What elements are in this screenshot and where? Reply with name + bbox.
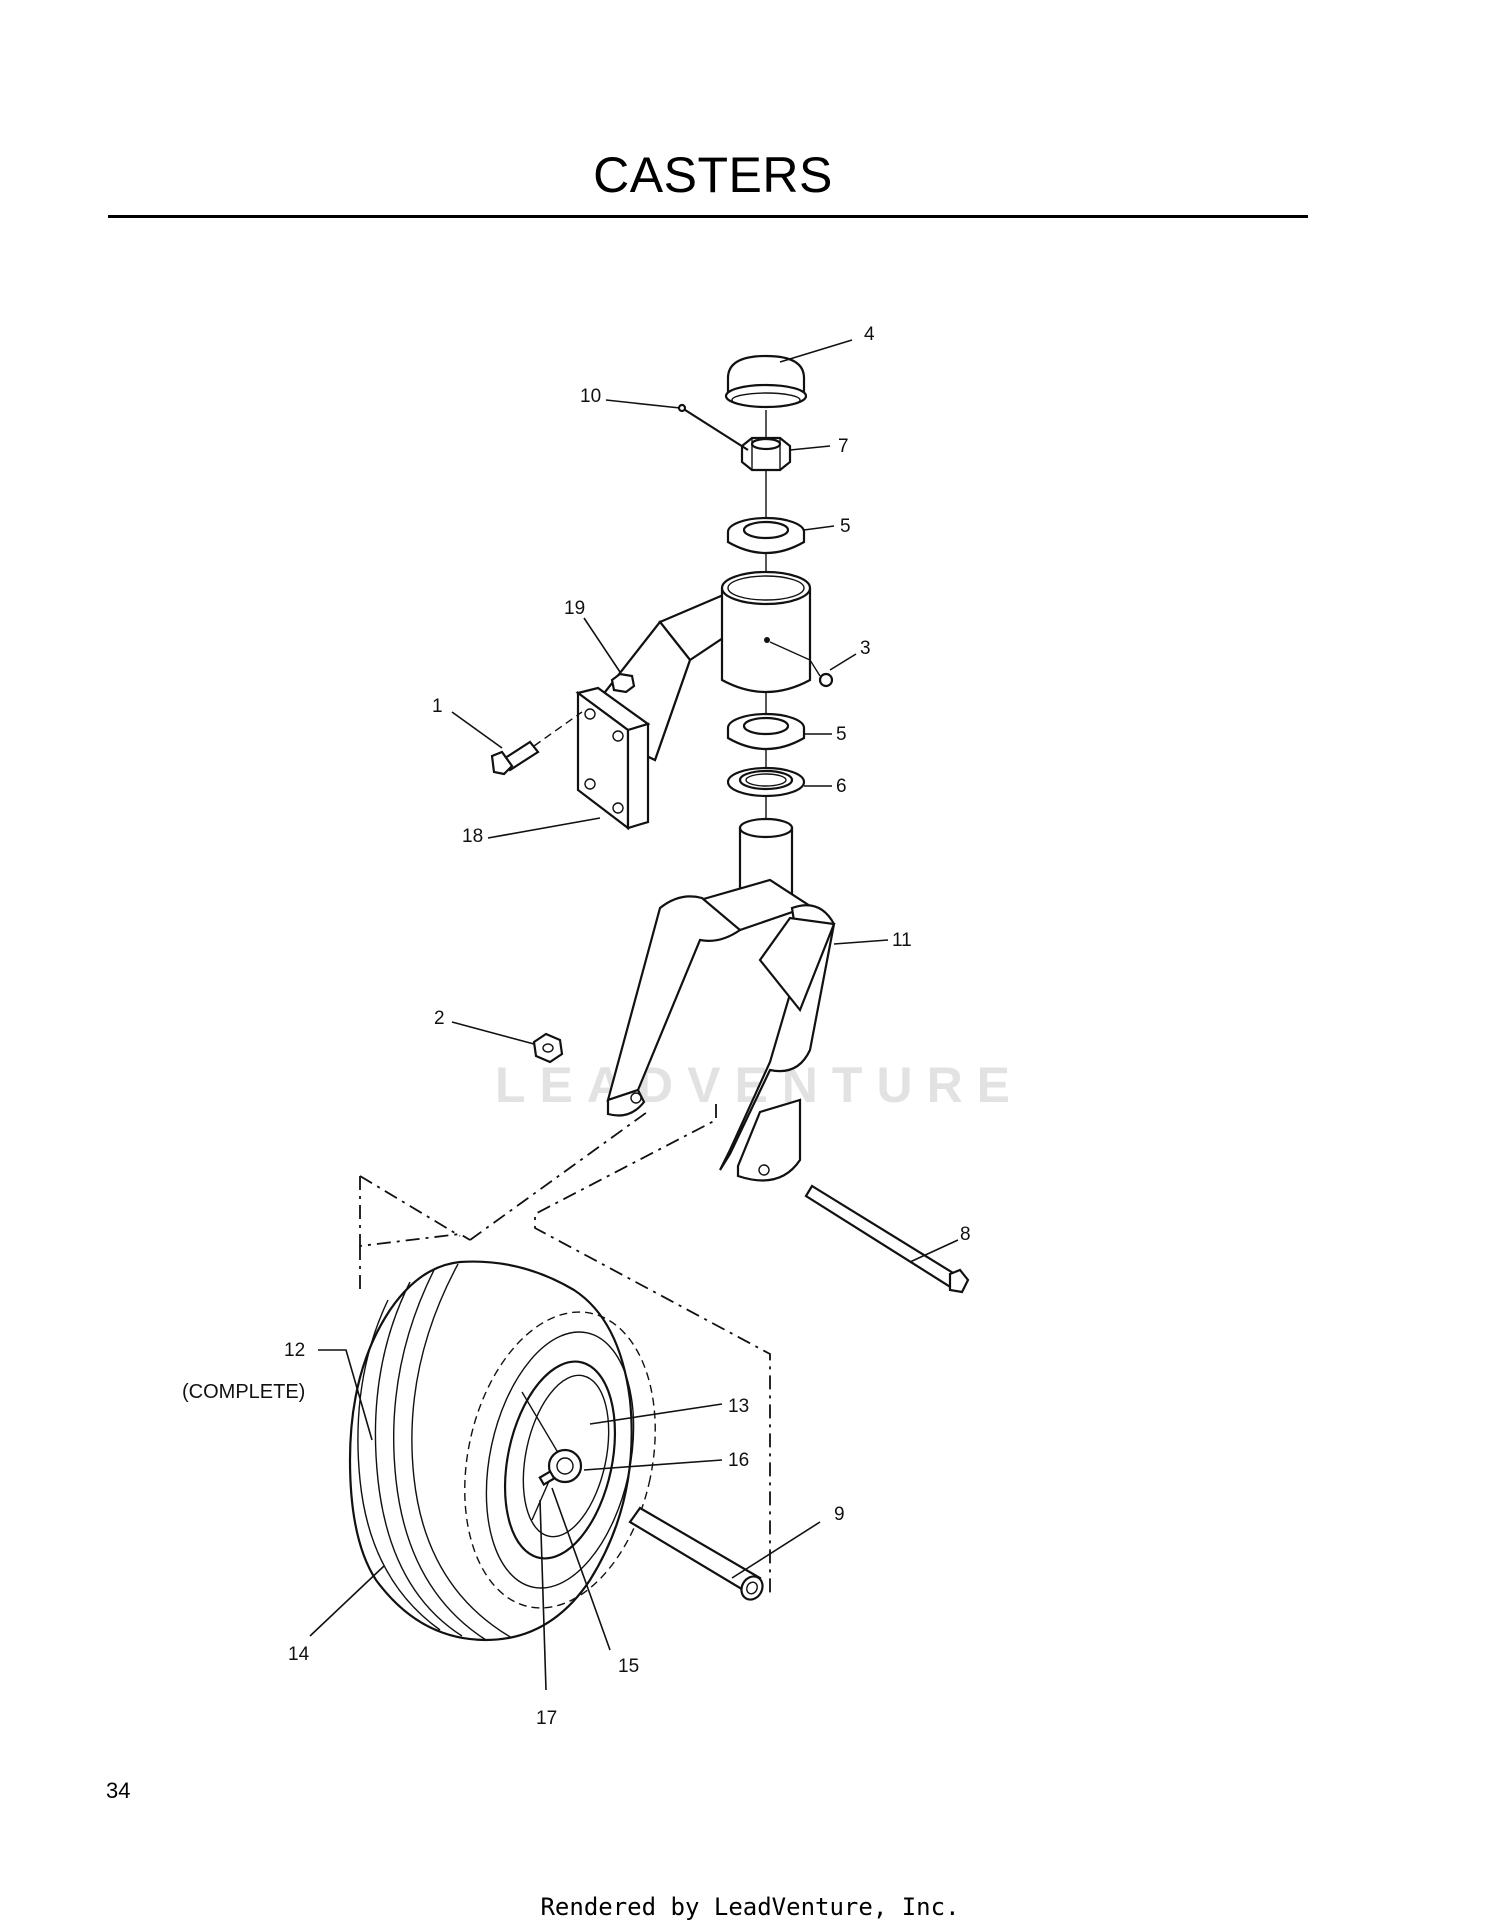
footer-credit: Rendered by LeadVenture, Inc. (540, 1893, 960, 1921)
callout-9: 9 (834, 1504, 845, 1525)
callout-3: 3 (860, 638, 871, 659)
seal-part (726, 766, 806, 798)
callout-1: 1 (432, 696, 443, 717)
callout-5-upper: 5 (840, 516, 851, 537)
callout-10: 10 (580, 386, 601, 407)
callout-19: 19 (564, 598, 585, 619)
callout-12: 12 (284, 1340, 305, 1361)
caster-fork-part (606, 817, 836, 1182)
callout-11: 11 (892, 930, 912, 951)
castle-nut-part (740, 436, 792, 472)
assembly-dashed-lines (359, 1104, 771, 1594)
callout-17: 17 (536, 1708, 557, 1729)
dust-cap-part (724, 354, 808, 409)
cotter-pin-part (677, 403, 749, 451)
callout-5-lower: 5 (836, 724, 847, 745)
callout-16: 16 (728, 1450, 749, 1471)
wheel-assembly-part (348, 1260, 656, 1642)
mounting-plate-part (575, 686, 651, 831)
axle-bolt-part (804, 1184, 970, 1294)
callout-15: 15 (618, 1656, 639, 1677)
spacer-tube-part (628, 1506, 764, 1601)
plate-nut-part (610, 672, 636, 694)
callout-12-complete-note: (COMPLETE) (182, 1381, 305, 1403)
callout-14: 14 (288, 1644, 310, 1665)
lower-bearing-part (726, 712, 806, 751)
callout-18: 18 (462, 826, 483, 847)
callout-13: 13 (728, 1396, 749, 1417)
page-number: 34 (106, 1778, 131, 1803)
plate-bolt-part (490, 711, 583, 776)
callout-7: 7 (838, 436, 849, 457)
callout-2: 2 (434, 1008, 445, 1029)
caster-arm-part (578, 570, 812, 762)
title-rule (108, 215, 1308, 218)
callout-leader-lines (309, 339, 959, 1691)
callout-6: 6 (836, 776, 847, 797)
upper-bearing-part (726, 516, 806, 555)
callout-labels: 4 10 7 5 19 3 1 5 6 18 11 2 8 12 (COMPLE… (182, 324, 971, 1729)
callout-8: 8 (960, 1224, 971, 1245)
grease-fitting-part (769, 641, 834, 688)
page-title: CASTERS (593, 147, 833, 203)
callout-4: 4 (864, 324, 875, 345)
fork-nut-part (532, 1032, 564, 1064)
